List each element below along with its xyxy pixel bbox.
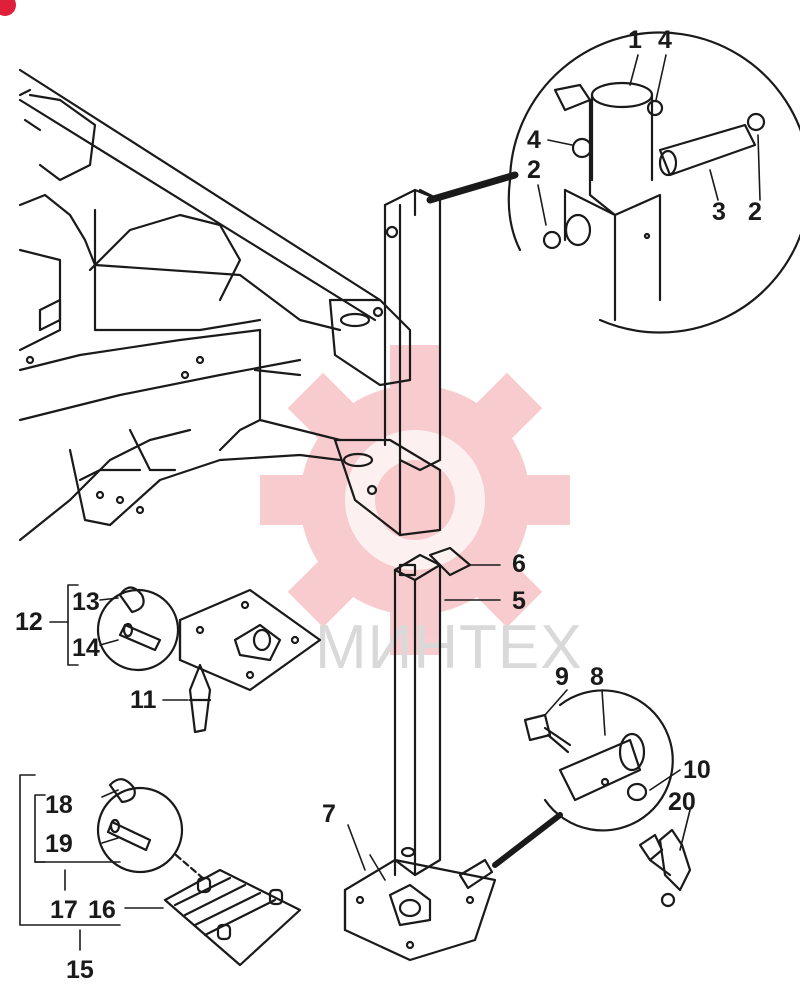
callout-4-left: 4 (527, 126, 541, 154)
callout-1: 1 (628, 26, 642, 54)
block-plate-16 (163, 868, 302, 967)
callout-8: 8 (590, 663, 604, 691)
callout-2-left: 2 (527, 156, 541, 184)
small-pin (458, 858, 494, 890)
callout-13: 13 (72, 588, 100, 616)
callout-10: 10 (683, 756, 711, 784)
base-plate (343, 854, 497, 962)
detail-leader-top (426, 171, 519, 204)
leader-7 (347, 824, 366, 871)
callout-11: 11 (130, 686, 157, 714)
callout-6: 6 (512, 550, 526, 578)
detail-leader-bottom (492, 812, 563, 868)
callout-17: 17 (50, 896, 78, 924)
support-mast (393, 553, 442, 877)
pin-11 (162, 663, 212, 734)
callout-3: 3 (712, 198, 726, 226)
watermark-text: МИНТЕХ (315, 613, 583, 682)
leaders-bottom-detail (544, 689, 691, 851)
callout-14: 14 (72, 634, 100, 662)
callout-19: 19 (45, 830, 73, 858)
callout-20: 20 (668, 788, 696, 816)
callout-4-top: 4 (658, 26, 672, 54)
detail-circle-bolt (523, 689, 674, 832)
callout-15: 15 (66, 956, 94, 984)
detail-circle-pin (507, 31, 800, 334)
corner-badge (0, 0, 16, 16)
watermark-gear-logo (260, 345, 570, 655)
callout-5: 5 (512, 587, 526, 615)
leaders-top (537, 54, 761, 226)
callout-9: 9 (555, 663, 569, 691)
base-plate-upper (178, 588, 322, 692)
detail-circle-pin-11 (96, 586, 180, 672)
callout-12: 12 (15, 608, 43, 636)
callout-18: 18 (45, 791, 73, 819)
callout-7: 7 (322, 800, 336, 828)
detail-circle-pin-18 (96, 778, 207, 882)
bracket-15-17 (19, 774, 164, 951)
main-frame (18, 68, 382, 542)
callout-16: 16 (88, 896, 116, 924)
callout-2-right: 2 (748, 198, 762, 226)
plate-6 (428, 546, 472, 577)
upper-housing (328, 188, 442, 537)
clip-20 (638, 828, 692, 908)
